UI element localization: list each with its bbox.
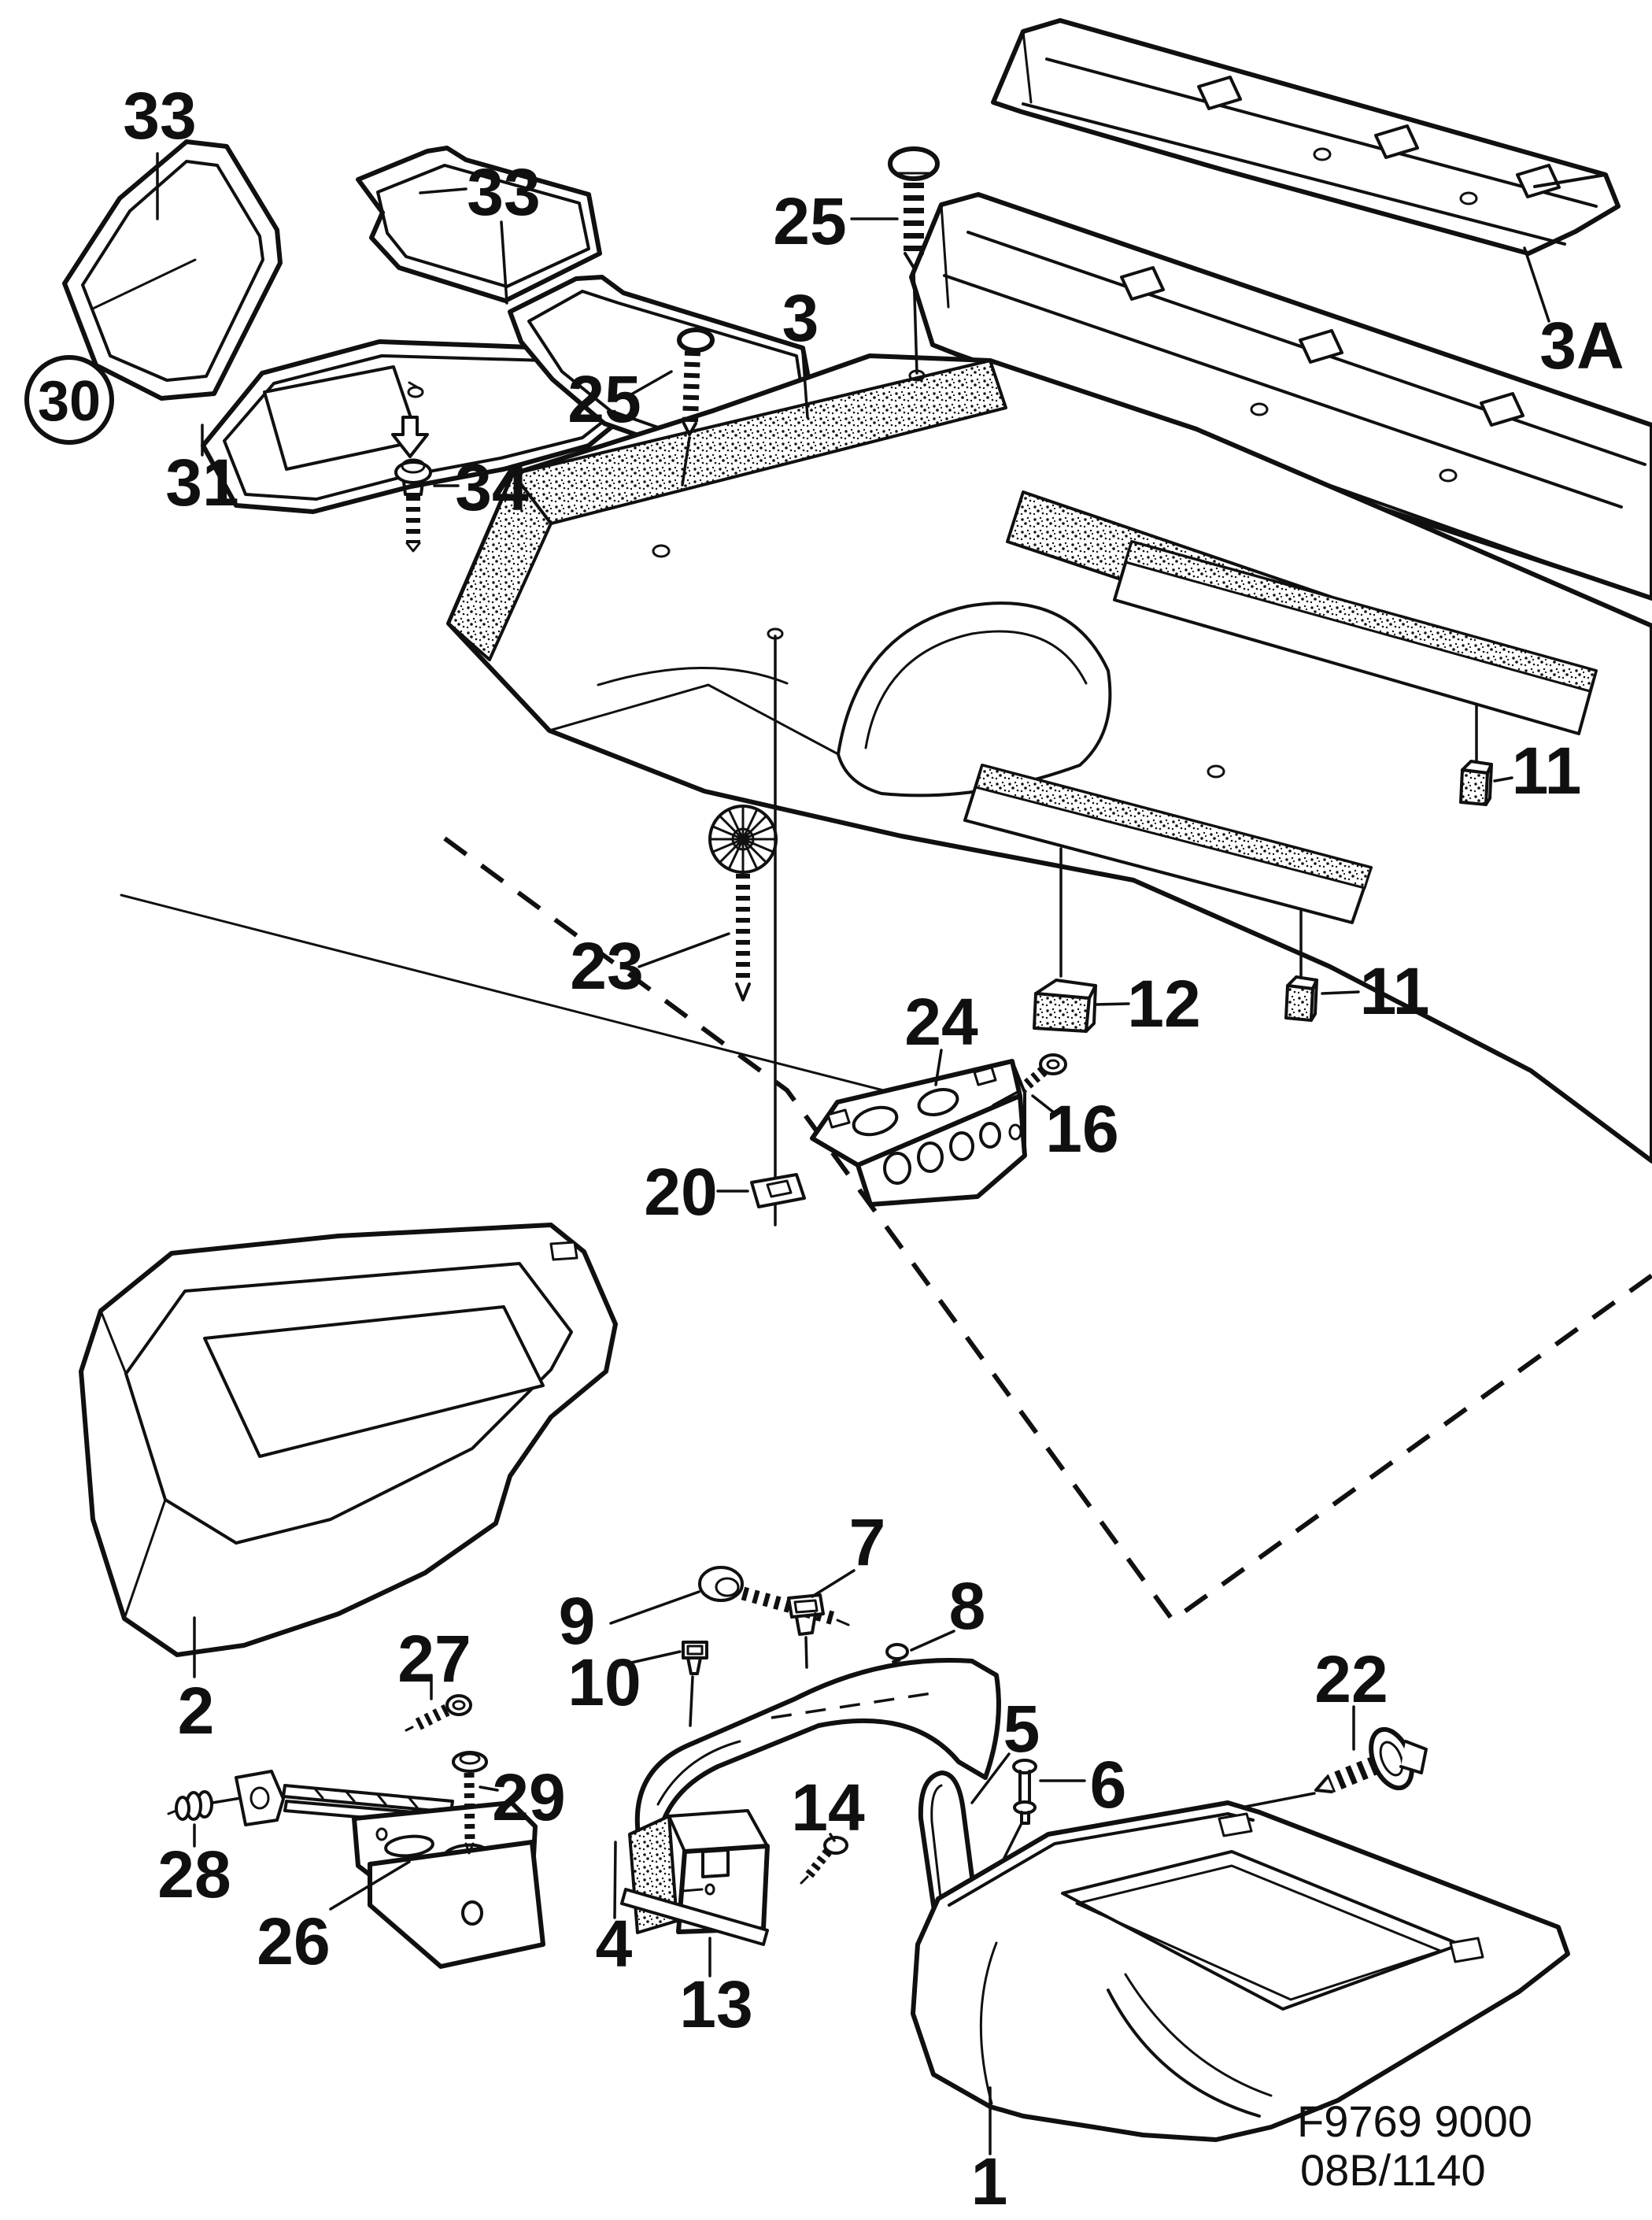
- callout-10: 10: [567, 1645, 641, 1719]
- callout-3: 3: [782, 281, 819, 355]
- screw-16: [992, 1053, 1067, 1107]
- mat-front-left: [62, 139, 283, 401]
- foam-block-11-mid: [1284, 909, 1318, 1022]
- callout-34: 34: [455, 450, 529, 524]
- foam-block-12: [1033, 847, 1097, 1033]
- floor-carpet-3: [446, 353, 1652, 1164]
- callout-27: 27: [397, 1622, 471, 1696]
- callout-2: 2: [178, 1674, 215, 1748]
- callout-4: 4: [596, 1907, 633, 1981]
- fastener-arrow: [391, 416, 429, 458]
- callout-9: 9: [559, 1584, 596, 1658]
- callout-24: 24: [904, 985, 978, 1059]
- side-panel-1: [911, 1800, 1570, 2142]
- callout-30-circle: [24, 355, 114, 445]
- drawing-code: F9769 9000 08B/1140: [1297, 2096, 1532, 2195]
- bracket-26: [235, 1770, 545, 1969]
- sill-trim-4: [634, 1658, 1001, 1843]
- callout-11-upper: 11: [1512, 734, 1582, 808]
- screw-14: [800, 1836, 848, 1885]
- callout-6: 6: [1090, 1748, 1127, 1822]
- callout-25-upper: 25: [773, 184, 846, 258]
- rivet-25-upper: [888, 146, 940, 375]
- callout-20: 20: [644, 1155, 717, 1229]
- callout-8: 8: [949, 1569, 986, 1643]
- mat-rear-top: [356, 146, 602, 303]
- side-panel-2: [79, 1223, 618, 1657]
- clip-10: [682, 1641, 708, 1727]
- grommet-28: [167, 1790, 261, 1821]
- drawing-code-line2: 08B/1140: [1300, 2145, 1486, 2195]
- spring-screw-22: [1232, 1726, 1428, 1811]
- leader-lines: [156, 152, 1550, 2155]
- callout-16: 16: [1045, 1092, 1118, 1166]
- rivet-25-left: [677, 327, 715, 487]
- callout-23: 23: [570, 929, 643, 1003]
- callout-22: 22: [1314, 1642, 1388, 1716]
- callout-3a: 3A: [1539, 309, 1624, 383]
- foam-block-11-right: [1459, 703, 1493, 806]
- callout-26: 26: [257, 1904, 330, 1978]
- callout-1: 1: [971, 2144, 1008, 2218]
- screw-9: [698, 1566, 850, 1626]
- construction-lines: [120, 836, 1652, 1624]
- callout-12: 12: [1127, 967, 1200, 1041]
- callout-31: 31: [165, 446, 238, 520]
- callout-11-lower: 11: [1360, 954, 1430, 1028]
- clip-20: [750, 635, 806, 1227]
- callout-13: 13: [679, 1967, 752, 2041]
- floor-mats-group: [62, 139, 818, 553]
- callout-29: 29: [492, 1760, 565, 1834]
- callout-14: 14: [791, 1770, 865, 1844]
- drawing-code-line1: F9769 9000: [1297, 2096, 1532, 2146]
- callout-33-front-left: 33: [123, 79, 196, 153]
- callout-30: 30: [38, 370, 101, 433]
- screw-27: [405, 1694, 472, 1732]
- callout-25-left: 25: [567, 362, 641, 436]
- callout-33-rear-right: 33: [467, 155, 540, 229]
- clip-34: [394, 458, 432, 553]
- callout-28: 28: [157, 1837, 231, 1911]
- expander-pin-23: [708, 805, 778, 1001]
- callout-5: 5: [1003, 1692, 1040, 1766]
- clip-7: [787, 1593, 825, 1669]
- screw-29: [452, 1751, 488, 1855]
- shelf-panel-3a: [991, 18, 1621, 256]
- support-bracket-24: [810, 1059, 1027, 1207]
- callout-7: 7: [849, 1505, 886, 1579]
- callout-labels: 33 33 30 31 34 25 3 3A 25 23 24 12 11 11…: [24, 79, 1624, 2218]
- bracket-13: [620, 1809, 770, 1946]
